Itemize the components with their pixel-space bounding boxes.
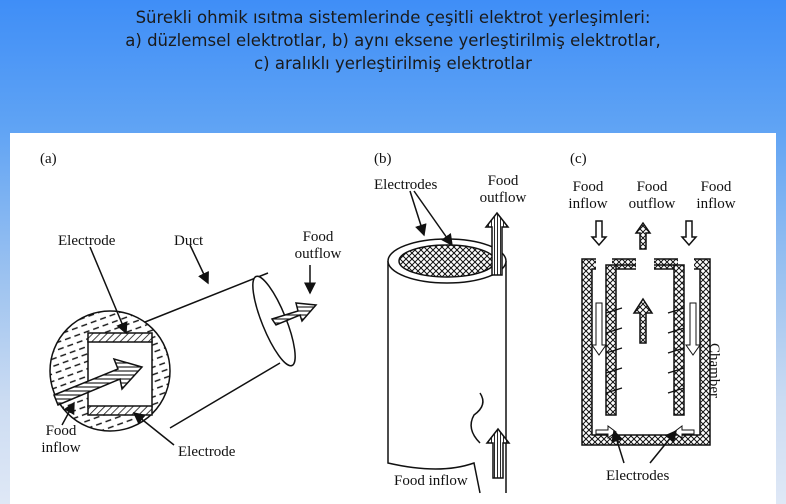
bottom-arrow-right (673, 425, 695, 439)
label-c: (c) (570, 151, 587, 167)
electrode-top-plate (87, 332, 153, 343)
label-electrodes-c: Electrodes (606, 468, 670, 484)
figure-panel: (a) Electrode Duct Food outflow Food inf… (10, 133, 776, 504)
coaxial-electrode (398, 244, 496, 278)
electrode-diagrams (49, 190, 711, 494)
chamber-wall (581, 258, 711, 446)
label-c-food-outflow: Food outflow (628, 179, 676, 212)
food-outflow-arrow (270, 302, 318, 326)
label-b: (b) (374, 151, 392, 167)
food-outflow-arrow (484, 211, 510, 276)
electrode-rod-left (605, 264, 617, 416)
diagram-c (581, 220, 711, 464)
title-line-1: Sürekli ohmik ısıtma sistemlerinde çeşit… (135, 8, 651, 27)
title-line-2: a) düzlemsel elektrotlar, b) aynı eksene… (125, 31, 661, 50)
title-line-3: c) aralıklı yerleştirilmiş elektrotlar (254, 54, 532, 73)
label-b-food-inflow: Food inflow (394, 473, 468, 489)
label-b-food-outflow: Food outflow (479, 173, 527, 206)
label-electrode-bottom: Electrode (178, 444, 236, 460)
electrode-bottom-plate (87, 405, 153, 416)
outflow-arrow-top (634, 221, 652, 250)
tube-break (470, 392, 484, 444)
label-c-food-inflow-left: Food inflow (568, 179, 608, 212)
duct-body (129, 272, 281, 429)
label-a-food-outflow: Food outflow (294, 229, 342, 262)
electrode-rod-right (673, 264, 685, 416)
down-arrow-right (685, 302, 701, 356)
label-a: (a) (40, 151, 57, 167)
diagram-a (49, 244, 318, 446)
label-electrodes-b: Electrodes (374, 177, 438, 193)
diagram-b (387, 190, 511, 494)
inner-up-arrow (632, 297, 654, 344)
electrode-fins (605, 307, 685, 394)
food-inflow-arrow (53, 357, 144, 406)
label-electrode-top: Electrode (58, 233, 116, 249)
tube-wall (387, 261, 507, 494)
slide-title: Sürekli ohmik ısıtma sistemlerinde çeşit… (0, 6, 786, 75)
label-c-food-inflow-right: Food inflow (696, 179, 736, 212)
label-a-food-inflow: Food inflow (41, 423, 81, 456)
label-duct: Duct (174, 233, 204, 249)
label-chamber: Chamber (706, 343, 722, 398)
down-arrow-left (591, 302, 607, 356)
inflow-arrow-left (590, 220, 608, 247)
inflow-arrow-right (680, 220, 698, 247)
food-inflow-arrow (485, 427, 511, 479)
